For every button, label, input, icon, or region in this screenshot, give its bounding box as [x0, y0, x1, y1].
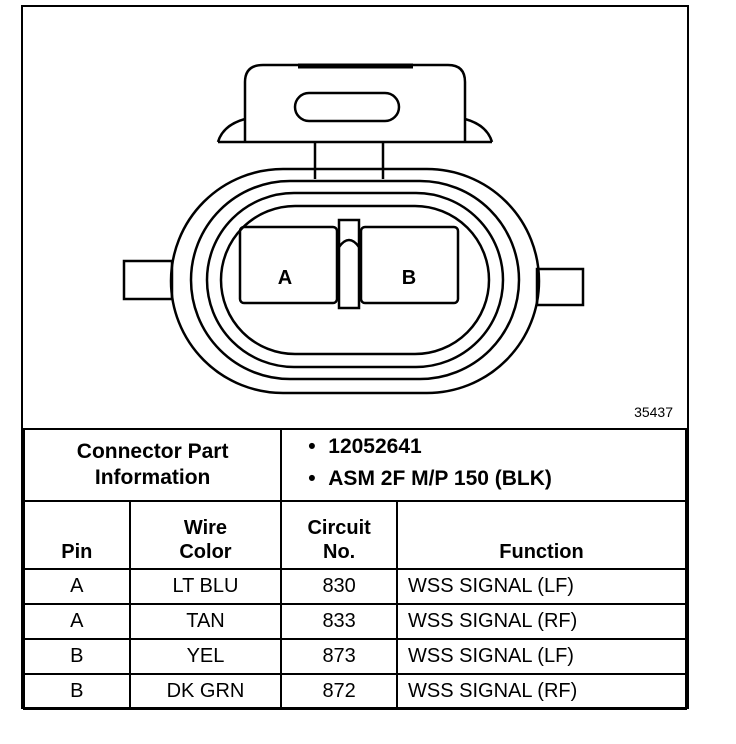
cavity-b-label: B: [402, 267, 416, 289]
figure-number: 35437: [634, 404, 673, 420]
header-circuit: Circuit No.: [280, 500, 398, 570]
housing-outer: [169, 167, 541, 395]
wire-color-cell: YEL: [128, 638, 283, 675]
header-pin: Pin: [23, 500, 131, 570]
connector-info-title: Connector Part Information: [22, 428, 283, 502]
circuit-cell: 833: [280, 603, 398, 640]
table-row: B DK GRN 872 WSS SIGNAL (RF): [23, 673, 687, 710]
table-row: A LT BLU 830 WSS SIGNAL (LF): [23, 568, 687, 605]
left-ear: [122, 259, 174, 301]
housing-ring-3: [205, 191, 505, 369]
right-ear: [535, 267, 585, 307]
locking-tab: [243, 63, 467, 142]
connector-info-title-line1: Connector Part: [76, 440, 229, 463]
wire-color-cell: DK GRN: [128, 673, 283, 710]
center-key: [337, 218, 361, 310]
function-cell: WSS SIGNAL (RF): [396, 603, 687, 640]
connector-info-title-line2: Information: [94, 466, 211, 489]
housing-ring-4: [219, 204, 491, 356]
circuit-cell: 873: [280, 638, 398, 675]
pin-cell: A: [23, 603, 131, 640]
circuit-cell: 872: [280, 673, 398, 710]
lock-slot: [293, 91, 401, 123]
header-function: Function: [396, 500, 687, 570]
cavity-a: [238, 225, 339, 305]
table-row: A TAN 833 WSS SIGNAL (RF): [23, 603, 687, 640]
part-number-item: •12052641: [308, 435, 422, 458]
cavity-a-label: A: [278, 267, 292, 289]
connector-figure-frame: A B 35437 Connector Part Information •12…: [21, 5, 689, 710]
pin-cell: B: [23, 638, 131, 675]
header-wire-color: Wire Color: [128, 500, 283, 570]
table-row: B YEL 873 WSS SIGNAL (LF): [23, 638, 687, 675]
wire-color-cell: TAN: [128, 603, 283, 640]
connector-table: Connector Part Information •12052641 •AS…: [22, 428, 687, 710]
wire-color-cell: LT BLU: [128, 568, 283, 605]
connector-info-list: •12052641 •ASM 2F M/P 150 (BLK): [280, 428, 687, 502]
cavity-b: [359, 225, 460, 305]
function-cell: WSS SIGNAL (LF): [396, 638, 687, 675]
pin-cell: A: [23, 568, 131, 605]
connector-diagram: A B: [122, 63, 585, 395]
housing-ring-2: [189, 179, 521, 381]
pin-cell: B: [23, 673, 131, 710]
circuit-cell: 830: [280, 568, 398, 605]
connector-description-item: •ASM 2F M/P 150 (BLK): [308, 467, 552, 490]
function-cell: WSS SIGNAL (RF): [396, 673, 687, 710]
function-cell: WSS SIGNAL (LF): [396, 568, 687, 605]
